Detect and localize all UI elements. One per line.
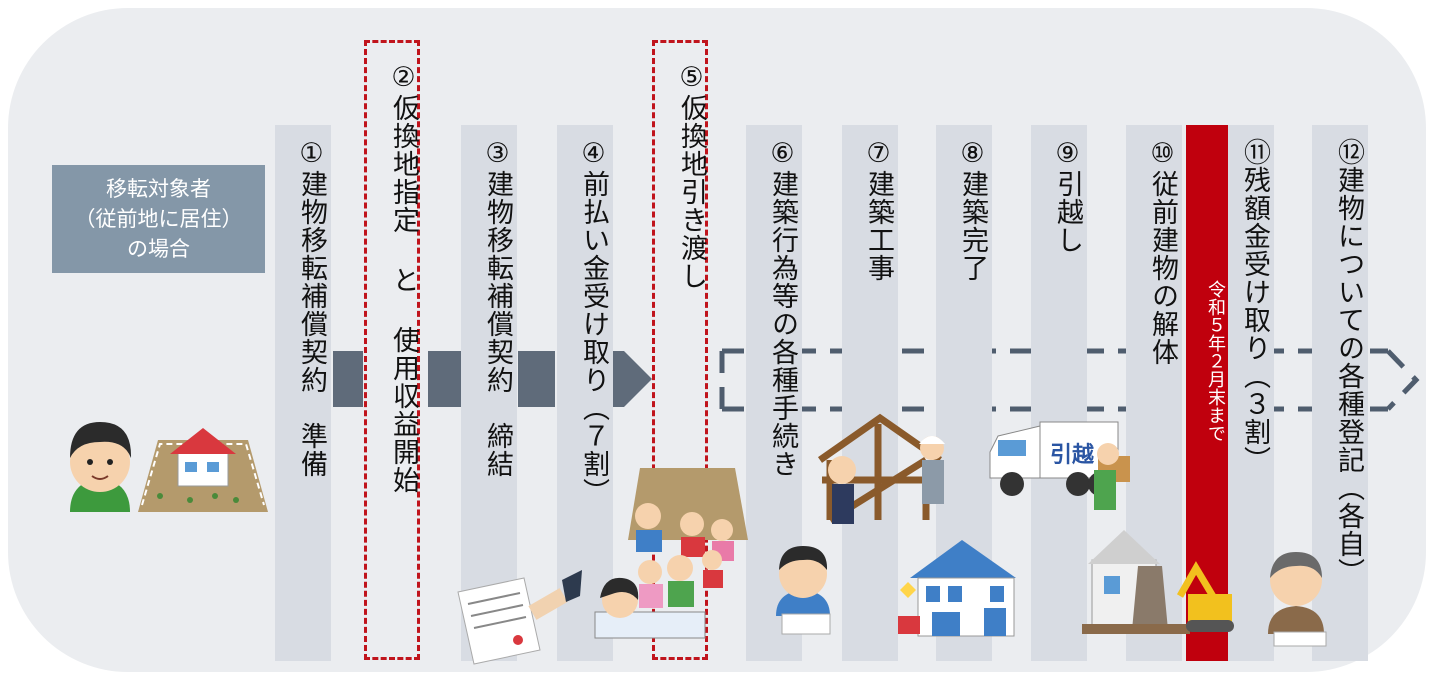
step-label-5: ⑤仮換地引き渡し	[676, 62, 707, 290]
step-label-9: ⑨引越し	[1052, 138, 1083, 254]
target-box: 移転対象者 （従前地に居住） の場合	[52, 165, 265, 273]
person-icon	[70, 422, 132, 512]
step-column-5	[652, 40, 708, 660]
dashed-arrow-head	[1386, 349, 1420, 411]
solid-arrow-1	[333, 351, 363, 407]
step-column-1	[275, 125, 331, 661]
target-line-1: 移転対象者	[106, 177, 211, 201]
step-column-2	[364, 40, 420, 660]
step-label-6: ⑥建築行為等の各種手続き	[767, 138, 798, 478]
people-icon	[594, 468, 748, 639]
step-label-3: ③建物移転補償契約 締結	[482, 138, 513, 478]
step-column-3	[461, 125, 517, 661]
deadline-label: 令和５年２月末まで	[1205, 280, 1226, 442]
solid-arrow-body-2	[428, 351, 462, 407]
target-line-3: の場合	[127, 237, 190, 261]
contract-icon	[457, 570, 582, 665]
step-label-12: ⑫建物についての各種登記（各自）	[1333, 138, 1364, 586]
step-label-1: ①建物移転補償契約 準備	[296, 138, 327, 478]
elder-person-icon	[1268, 552, 1327, 647]
step-label-2: ②仮換地指定 と 使用収益開始	[388, 62, 419, 494]
writer-person-icon	[776, 546, 831, 635]
step-label-8: ⑧建築完了	[957, 138, 988, 282]
new-house-icon	[898, 540, 1016, 637]
truck-icon: 引越	[989, 421, 1130, 510]
step-label-10: ⑩従前建物の解体	[1147, 138, 1178, 366]
truck-text: 引越	[1050, 443, 1095, 468]
step-label-7: ⑦建築工事	[863, 138, 894, 282]
demolition-icon	[1082, 530, 1234, 634]
step-label-11: ⑪残額金受け取り（３割）	[1239, 138, 1270, 474]
step-label-4: ④前払い金受け取り（７割）	[578, 138, 609, 506]
step-column-4	[557, 125, 613, 661]
step-column-7	[842, 125, 898, 661]
house-icon	[138, 428, 268, 512]
target-line-2: （従前地に居住）	[74, 207, 243, 231]
solid-arrows	[333, 351, 652, 407]
solid-arrow-head-3	[612, 351, 652, 407]
construction-icon	[817, 413, 945, 524]
solid-arrow-3	[518, 351, 555, 407]
step-column-9	[1031, 125, 1087, 661]
